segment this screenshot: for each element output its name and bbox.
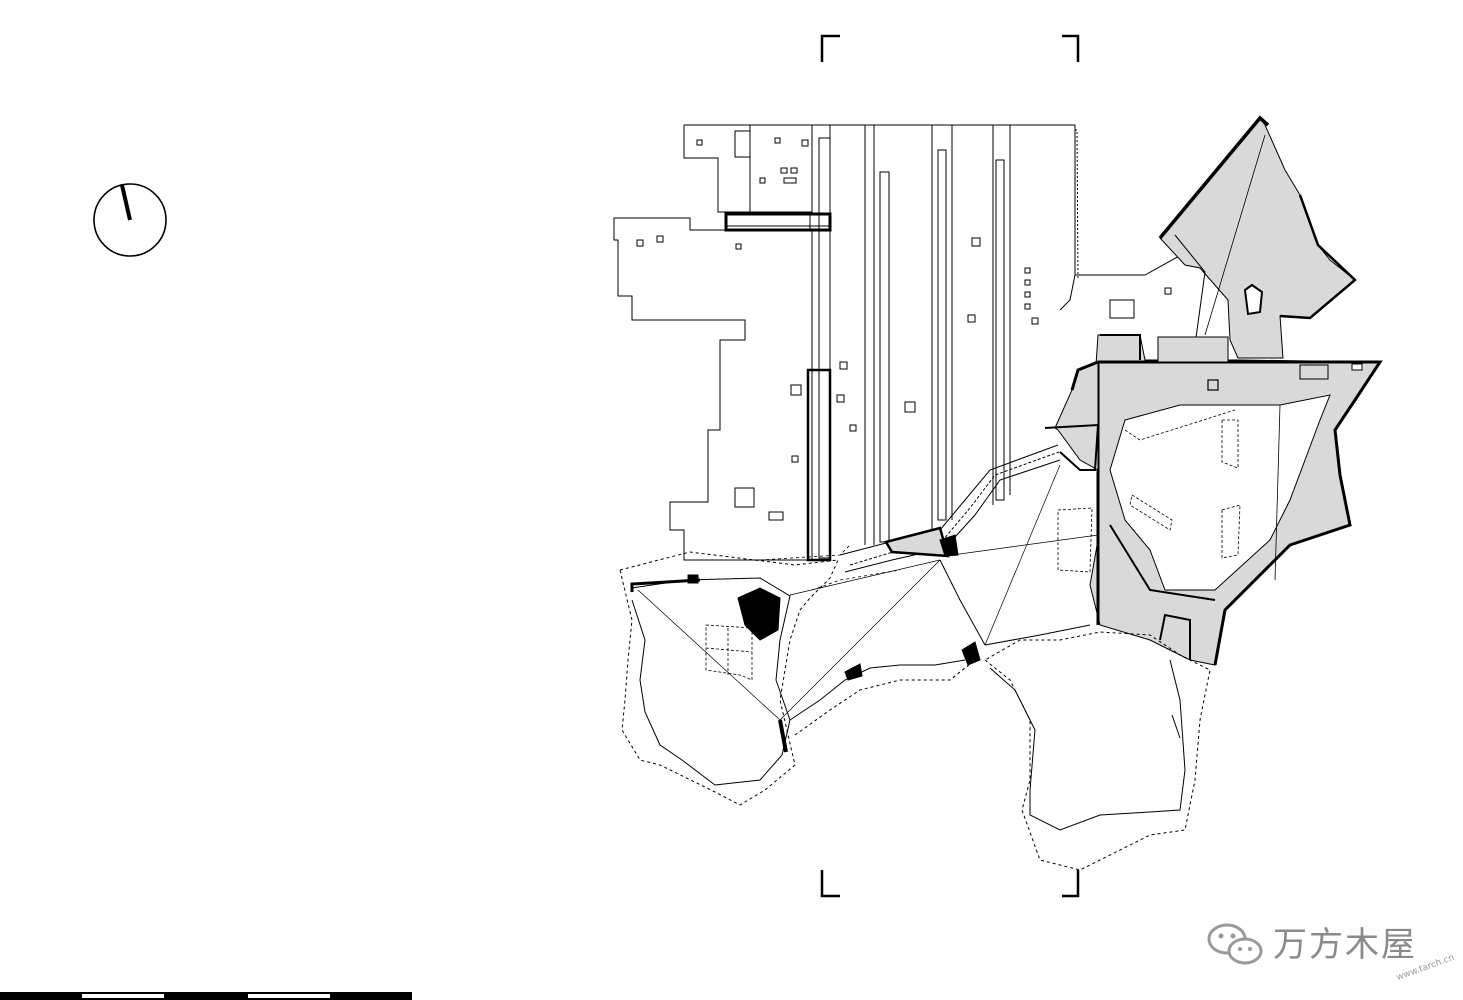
angled-corridor bbox=[839, 423, 1100, 573]
left-stepped-building bbox=[613, 124, 813, 561]
north-arrow bbox=[93, 183, 167, 257]
shaded-link bbox=[1054, 360, 1099, 471]
lower-middle-pavilion bbox=[789, 464, 1099, 736]
wechat-icon bbox=[1207, 923, 1263, 965]
lower-right-pavilion bbox=[984, 631, 1211, 871]
shaded-upper-wing bbox=[1158, 115, 1357, 359]
watermark: 万方木屋 www.tarch.cn bbox=[1205, 915, 1456, 995]
top-wall-band bbox=[724, 212, 832, 232]
central-long-hall bbox=[806, 124, 1191, 562]
lower-left-pavilion bbox=[619, 551, 941, 806]
watermark-text: 万方木屋 bbox=[1273, 925, 1417, 965]
crop-marks bbox=[820, 34, 1080, 898]
shaded-courtyard-building bbox=[1089, 334, 1383, 666]
scale-bar bbox=[0, 992, 412, 1000]
site-boundary-lines bbox=[759, 544, 901, 591]
